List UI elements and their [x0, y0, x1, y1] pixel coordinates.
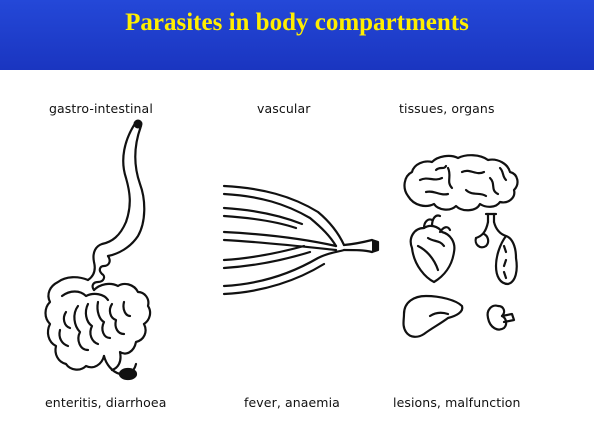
blood-vessel-branches-illustration	[224, 186, 378, 294]
kidney-illustration	[488, 306, 514, 330]
brain-illustration	[405, 155, 518, 210]
liver-illustration	[404, 296, 463, 337]
heart-illustration	[411, 215, 455, 282]
stomach-intestines-illustration	[46, 121, 151, 379]
lungs-illustration	[476, 214, 517, 284]
